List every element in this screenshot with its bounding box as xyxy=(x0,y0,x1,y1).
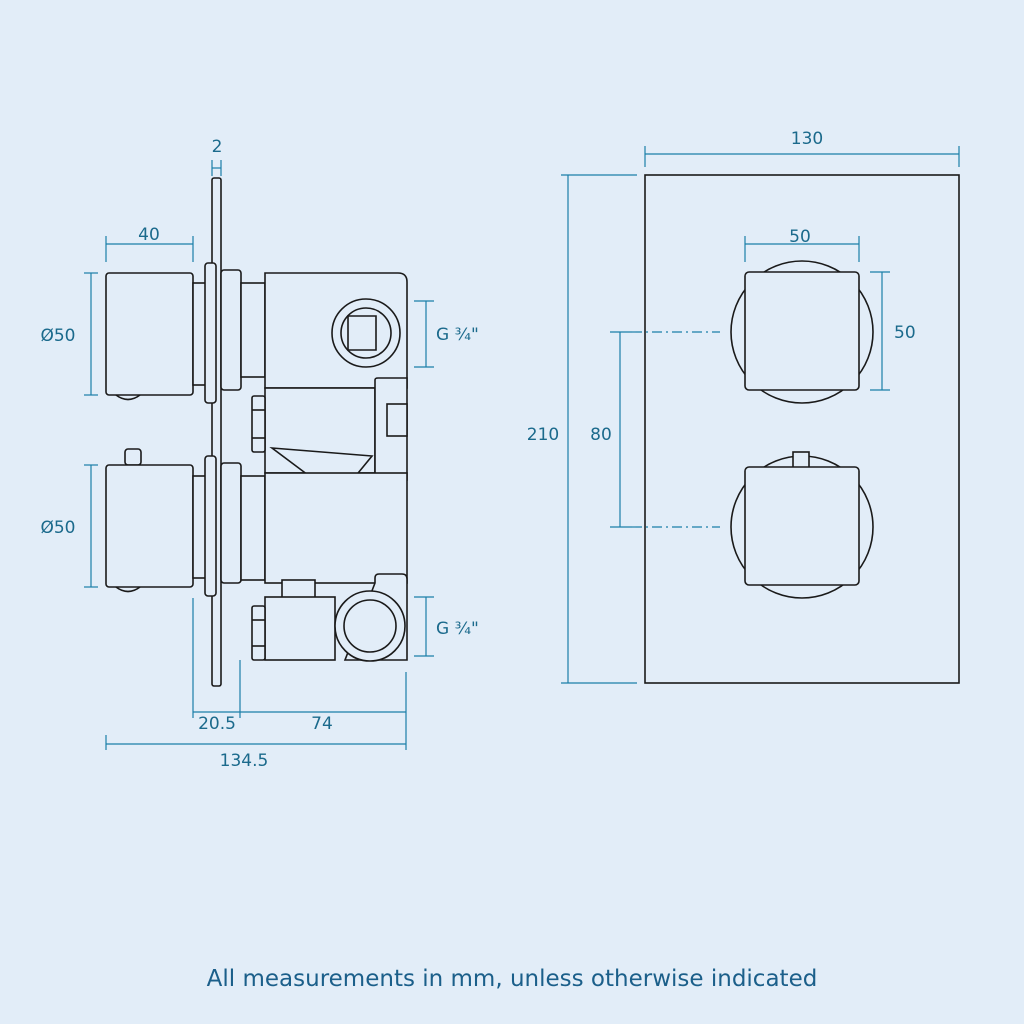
bottom-spindle-neck xyxy=(240,475,266,581)
front-view-dimensions: 130 50 50 210 80 xyxy=(527,129,960,684)
bottom-handle-diameter-label: Ø50 xyxy=(40,518,75,538)
plate-thickness-label: 2 xyxy=(212,137,223,157)
top-spindle-neck xyxy=(240,282,266,378)
valve-body-upper xyxy=(264,272,408,389)
top-handle-diameter-label: Ø50 xyxy=(40,326,75,346)
temperature-stop-button xyxy=(124,448,142,466)
side-view-dimensions: 2 40 Ø50 Ø50 G ¾" G ¾" 20.5 74 xyxy=(40,137,478,771)
handle-height-label: 50 xyxy=(894,323,916,343)
inlet-nut-top xyxy=(251,395,266,453)
plate-height-label: 210 xyxy=(527,425,559,445)
temperature-stop-front xyxy=(792,451,810,469)
bottom-outlet-ring xyxy=(334,590,406,662)
top-outlet-ring xyxy=(331,298,401,368)
inlet-nut-bottom xyxy=(251,605,266,661)
bottom-handle-lever xyxy=(115,586,141,593)
plate-offset-label: 20.5 xyxy=(198,714,236,734)
top-outlet-thread-label: G ¾" xyxy=(436,325,479,345)
measurement-note: All measurements in mm, unless otherwise… xyxy=(206,966,818,992)
top-handle xyxy=(105,272,194,396)
top-handle-lever xyxy=(115,394,141,401)
handle-spacing-label: 80 xyxy=(590,425,612,445)
handle-length-label: 40 xyxy=(138,225,160,245)
side-view xyxy=(105,177,408,687)
overall-depth-label: 134.5 xyxy=(220,751,269,771)
front-view xyxy=(644,174,960,684)
bottom-spindle-sleeve xyxy=(220,462,242,584)
handle-width-label: 50 xyxy=(789,227,811,247)
top-handle-front xyxy=(744,271,860,391)
wall-plate xyxy=(211,177,222,687)
top-handle-flange xyxy=(204,262,217,404)
bottom-handle-flange xyxy=(204,455,217,597)
bottom-handle xyxy=(105,464,194,588)
top-handle-rosette xyxy=(730,260,874,404)
plate-width-label: 130 xyxy=(791,129,823,149)
bottom-handle-front xyxy=(744,466,860,586)
top-outlet-insert xyxy=(347,315,377,351)
top-outlet-bore xyxy=(340,307,392,359)
diverter-cap xyxy=(386,403,408,437)
bottom-inlet-body xyxy=(264,596,336,661)
bottom-outlet-thread-label: G ¾" xyxy=(436,619,479,639)
body-depth-label: 74 xyxy=(311,714,333,734)
bottom-outlet-bore xyxy=(343,599,397,653)
top-spindle-sleeve xyxy=(220,269,242,391)
valve-body-lower xyxy=(264,472,408,584)
front-plate xyxy=(644,174,960,684)
